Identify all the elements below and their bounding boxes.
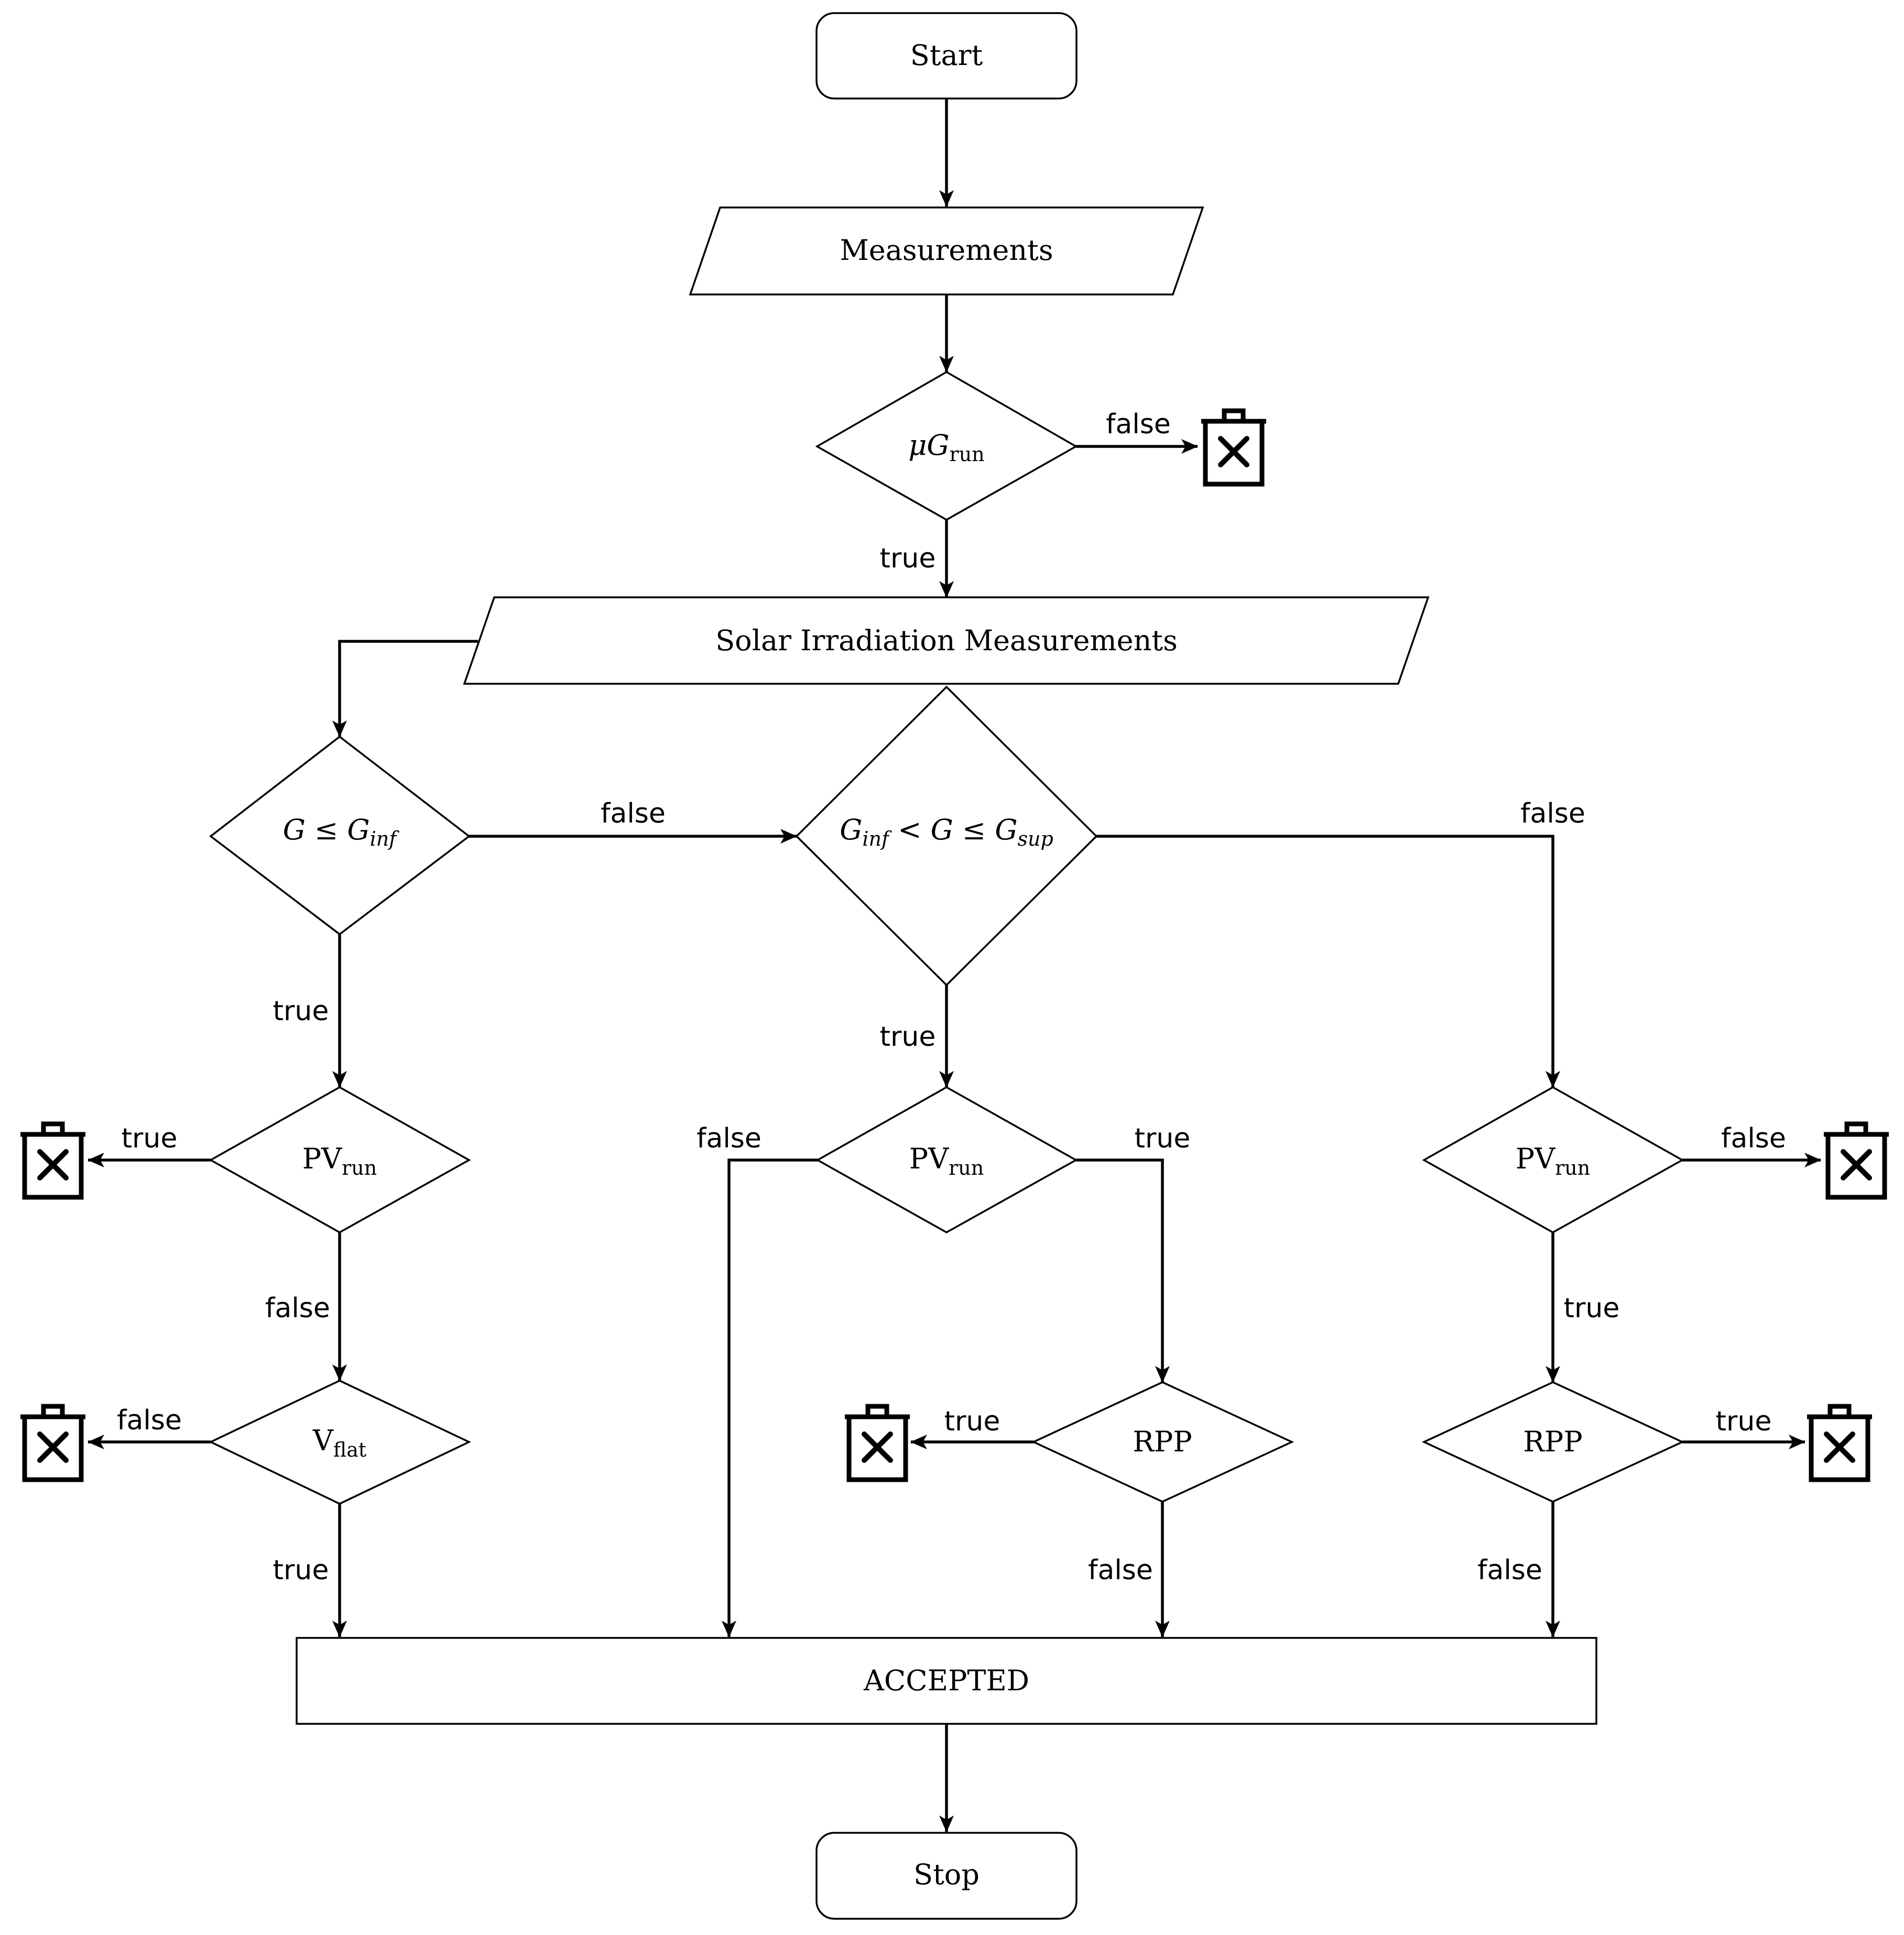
decision-ginf-lt-g-le-gsup-label: Ginf < G ≤ Gsup [840,813,1053,850]
edge-solar-left [332,640,478,737]
edge-labels: false true false true true false true fa… [117,409,1786,1586]
edges [88,99,1821,1832]
decision-rpp-right: RPP [1421,1381,1685,1503]
label-pvr-true: true [1564,1293,1620,1324]
node-solar-irradiation-label: Solar Irradiation Measurements [715,624,1178,657]
decision-rpp-right-label: RPP [1523,1425,1582,1458]
label-left-false: false [601,798,666,829]
trash-bin-x-icon [1824,1124,1889,1197]
label-pvl-false: false [265,1293,330,1324]
decision-pv-run-middle-label: PVrun [909,1142,984,1179]
label-rppm-true: true [944,1406,1000,1437]
trash-bin-x-icon [845,1406,910,1480]
node-measurements: Measurements [689,206,1204,296]
decision-rpp-middle-label: RPP [1133,1425,1192,1458]
trash-bin-x-icon [1201,411,1266,484]
trash-bin-x-icon [1807,1406,1872,1480]
decision-rpp-middle: RPP [1031,1381,1294,1503]
decision-g-le-ginf: G ≤ Ginf [209,735,471,936]
node-accepted: ACCEPTED [296,1637,1597,1725]
decision-pv-run-left: PVrun [209,1086,471,1234]
node-stop: Stop [815,1832,1078,1920]
decision-v-flat: Vflat [208,1380,472,1505]
label-pvl-true: true [122,1123,178,1154]
decision-ginf-lt-g-le-gsup: Ginf < G ≤ Gsup [795,685,1098,987]
label-vflat-false: false [117,1405,182,1436]
label-rppr-false: false [1477,1555,1542,1586]
label-pvm-false: false [697,1123,761,1154]
label-rppr-true: true [1716,1406,1772,1437]
edge-mid-false [1096,835,1560,1088]
node-accepted-label: ACCEPTED [863,1664,1029,1697]
decision-pv-run-right: PVrun [1422,1086,1684,1234]
label-mu-false: false [1106,409,1171,440]
node-start: Start [815,12,1078,100]
decision-mu-g-run: μGrun [815,370,1078,521]
label-pvr-false: false [1721,1123,1786,1154]
decision-pv-run-right-label: PVrun [1516,1142,1590,1179]
decision-v-flat-label: Vflat [312,1424,366,1461]
trash-bin-x-icon [20,1124,85,1197]
node-measurements-label: Measurements [840,234,1053,267]
edge-pvm-false [722,1158,818,1637]
decision-pv-run-middle: PVrun [815,1086,1078,1234]
label-pvm-true: true [1135,1123,1191,1154]
label-mu-true: true [880,543,936,574]
label-right-false: false [1520,798,1585,829]
node-stop-label: Stop [913,1858,980,1891]
decision-g-le-ginf-label: G ≤ Ginf [283,813,399,850]
node-solar-irradiation: Solar Irradiation Measurements [463,596,1430,685]
decision-mu-g-run-label: μGrun [908,429,984,466]
label-rppm-false: false [1088,1555,1153,1586]
edge-pvm-true [1076,1158,1170,1383]
label-mid-true: true [880,1021,936,1053]
decision-pv-run-left-label: PVrun [302,1142,377,1179]
label-left-true: true [273,996,329,1027]
trash-bin-x-icon [20,1406,85,1480]
label-vflat-true: true [273,1555,329,1586]
node-start-label: Start [910,39,983,72]
